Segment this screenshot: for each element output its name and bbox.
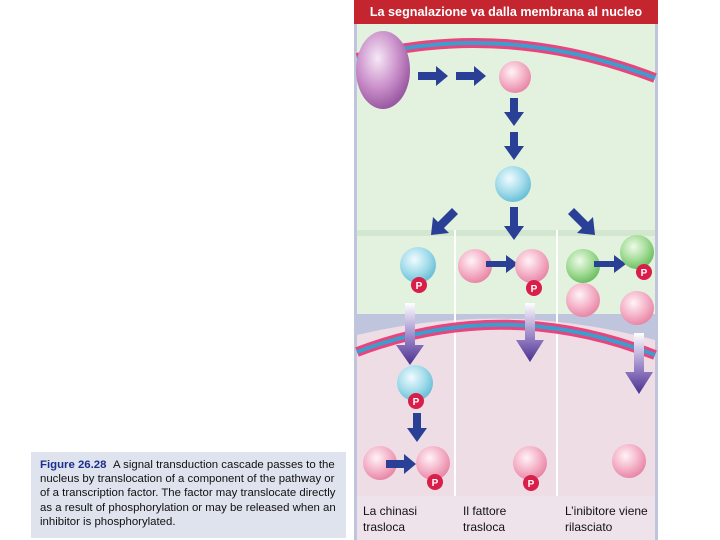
inhibitor-bound	[566, 249, 600, 283]
factor-unphosphorylated	[458, 249, 492, 283]
figure-caption: Figure 26.28 A signal transduction casca…	[31, 452, 346, 538]
panel-label-line: La chinasi	[363, 504, 418, 518]
caption-figure-number: Figure 26.28	[40, 459, 107, 471]
phosphate-label: P	[416, 281, 423, 292]
label-strip	[357, 496, 655, 540]
panel-label-line: trasloca	[363, 520, 406, 534]
factor-nucleus-1	[363, 446, 397, 480]
panel-label-inhibitor: L’inibitore viene rilasciato	[565, 503, 648, 535]
phosphate-label: P	[413, 397, 420, 408]
arrow-down-4	[407, 413, 427, 442]
factor-nucleus-3	[612, 444, 646, 478]
kinase-cytoplasm	[400, 247, 436, 283]
arrow-right-3	[386, 454, 416, 474]
factor-phosphorylated-2	[515, 249, 549, 283]
factor-released	[620, 291, 654, 325]
panel-label-line: L’inibitore viene	[565, 504, 648, 518]
panel-top-band	[357, 230, 655, 236]
cascade-arrows	[418, 66, 595, 240]
arrow-diag-right	[568, 208, 595, 235]
signal-cascade-figure: P P P P P P La segnalazione va dalla mem…	[354, 0, 658, 540]
arrow-right-4	[486, 255, 518, 273]
caption-text: A signal transduction cascade passes to …	[40, 459, 336, 528]
factor-bound	[566, 283, 600, 317]
factor-phosphorylated-1	[416, 446, 450, 480]
arrow-diag-left	[431, 208, 458, 235]
phosphate-tag-5: P	[427, 474, 443, 490]
arrow-right-2	[456, 66, 486, 86]
phosphate-tag-3: P	[636, 264, 652, 280]
arrow-down-3	[504, 207, 524, 240]
kinase-protein	[495, 166, 531, 202]
phosphate-label: P	[641, 268, 648, 279]
panel-label-line: Il fattore	[463, 504, 507, 518]
receptor-protein	[356, 31, 410, 109]
inhibitor-phosphorylated	[620, 235, 654, 269]
phosphate-tag-6: P	[523, 475, 539, 491]
figure-artwork: P P P P P P	[354, 24, 658, 540]
nuclear-envelope-band	[356, 322, 656, 357]
relay-protein	[499, 61, 531, 93]
translocation-arrow-2	[516, 303, 544, 362]
panel-label-line: rilasciato	[565, 520, 613, 534]
phosphate-label: P	[432, 478, 439, 489]
phosphate-tag-1: P	[411, 277, 427, 293]
arrow-right-5	[594, 255, 626, 273]
panel-label-kinase: La chinasi trasloca	[363, 503, 417, 535]
figure-title: La segnalazione va dalla membrana al nuc…	[354, 0, 658, 24]
phosphate-label: P	[528, 479, 535, 490]
translocation-arrow-3	[625, 333, 653, 394]
phosphate-label: P	[531, 284, 538, 295]
translocation-arrow-1	[396, 303, 424, 365]
kinase-nucleus	[397, 365, 433, 401]
phosphate-tag-4: P	[408, 393, 424, 409]
factor-nucleus-2	[513, 446, 547, 480]
arrow-down-1	[504, 98, 524, 126]
panel-label-factor: Il fattore trasloca	[463, 503, 506, 535]
arrow-down-2	[504, 132, 524, 160]
phosphate-tag-2: P	[526, 280, 542, 296]
arrow-right-1	[418, 66, 448, 86]
panel-label-line: trasloca	[463, 520, 506, 534]
